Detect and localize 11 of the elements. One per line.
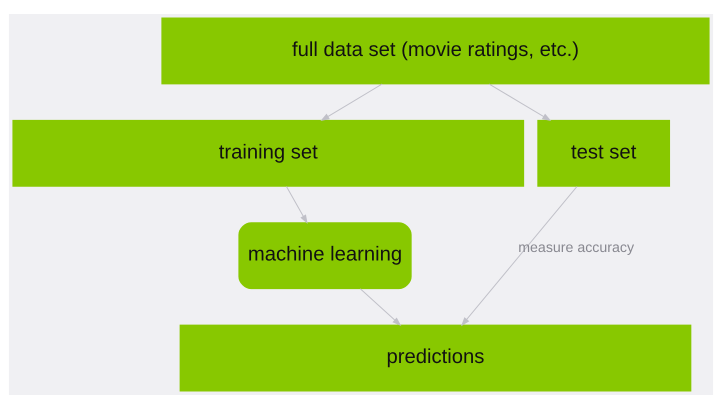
edge-label: measure accuracy [518, 240, 634, 256]
arrow [488, 83, 552, 121]
arrow [320, 83, 382, 121]
node-box: machine learning [238, 222, 412, 289]
node-box: test set [537, 119, 670, 186]
node-box: full data set (movie ratings, etc.) [161, 17, 710, 84]
arrow [286, 186, 308, 224]
arrow [461, 186, 578, 326]
node-box: training set [12, 119, 524, 186]
arrow [360, 288, 402, 326]
node-box: predictions [180, 324, 692, 391]
